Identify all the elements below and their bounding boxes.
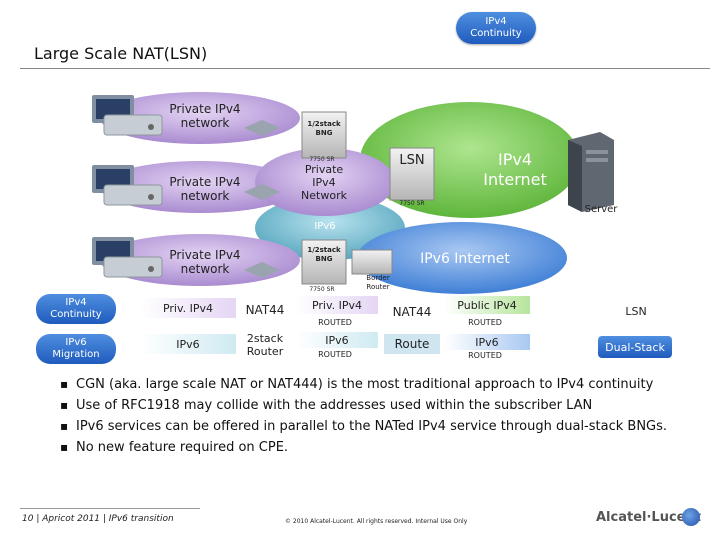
bullet-item: IPv6 services can be offered in parallel… [60,420,715,433]
company-logo: Alcatel·Lucent [596,510,701,525]
cpe-router-icon-3 [244,262,280,278]
bullet-item: CGN (aka. large scale NAT or NAT444) is … [60,378,715,391]
ipv6-internet-label: IPv6 Internet [420,251,510,267]
public-ipv4-cell: Public IPv4 [444,296,530,314]
routed-label-1: ROUTED [318,317,352,327]
footer-left-text: 10 | Apricot 2011 | IPv6 transition [22,514,174,524]
nat44-cell-1: NAT44 [245,303,285,317]
ipv6-label: IPv6 [314,221,336,232]
sr-label-2: 7750 SR [309,286,335,293]
lsn-box [389,147,435,201]
title-divider [20,68,710,69]
bng-box-2 [301,239,347,285]
network-diagram [92,92,614,294]
lsn-legend: LSN [625,304,647,318]
server-icon [568,132,614,212]
sr-label-3: 7750 SR [399,200,425,207]
private-ipv4-network-cloud [255,148,395,216]
bng-box-1 [301,111,347,159]
footer-divider [20,508,200,509]
border-router-box [351,249,393,275]
cpe-router-icon-2 [244,184,280,200]
bullet-list: CGN (aka. large scale NAT or NAT444) is … [60,378,715,462]
ipv6-internet-cloud [357,222,567,294]
cpe-router-icon-1 [244,120,280,136]
ipv6-cell-1: IPv6 [140,334,236,354]
page-title: Large Scale NAT(LSN) [34,44,208,63]
ipv6-cell-2: IPv6 [296,332,378,348]
logo-icon [682,508,700,526]
lsn-label: LSN [399,153,425,168]
routed-label-3: ROUTED [318,349,352,359]
ipv4-continuity-badge: IPv4 Continuity [456,12,536,44]
nat44-cell-2: NAT44 [392,305,432,319]
server-label: Server [584,204,618,215]
computer-icon-2 [92,165,163,206]
computer-icon-1 [92,95,163,136]
bullet-item: Use of RFC1918 may collide with the addr… [60,399,715,412]
routed-label-4: ROUTED [468,350,502,360]
dual-stack-legend: Dual-Stack [598,336,672,358]
priv-ipv4-cell-2: Priv. IPv4 [296,296,378,314]
routed-label-2: ROUTED [468,317,502,327]
ipv6-cell-3: IPv6 [444,334,530,350]
badge-line-2: Continuity [470,28,522,39]
badge-line-1: IPv4 [485,16,507,27]
priv-ipv4-cell: Priv. IPv4 [140,298,236,318]
computer-icon-3 [92,237,163,278]
footer-copyright: © 2010 Alcatel-Lucent. All rights reserv… [285,518,468,525]
sr-label-1: 7750 SR [309,156,335,163]
route-cell: Route [384,334,440,354]
bullet-item: No new feature required on CPE. [60,441,715,454]
